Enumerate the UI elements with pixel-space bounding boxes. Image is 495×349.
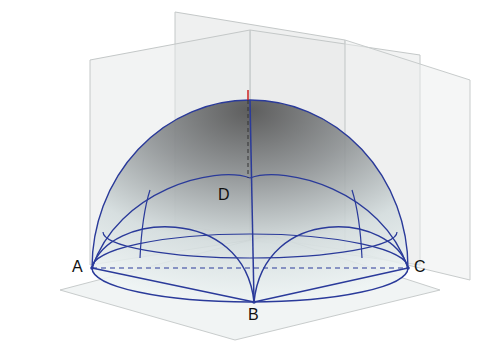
latitude-circle	[103, 232, 397, 258]
point-label: D	[218, 186, 230, 204]
vault-arch	[92, 227, 254, 302]
vertex-dot	[406, 266, 410, 270]
hemisphere	[92, 100, 408, 302]
section-line	[352, 190, 362, 258]
vault-arch	[250, 175, 408, 268]
axis-line	[248, 100, 249, 178]
point-label: C	[414, 258, 426, 276]
point-label: B	[248, 306, 259, 324]
triangle-edge	[92, 267, 408, 268]
vertex-dot	[252, 300, 256, 304]
triangle-edge	[254, 268, 408, 302]
triangle-edge	[92, 268, 254, 302]
section-line	[140, 190, 150, 258]
vault-arch	[254, 227, 408, 302]
axis-marker	[247, 90, 249, 100]
vertex-dot	[90, 266, 94, 270]
meridian	[250, 100, 254, 302]
point-label: A	[72, 258, 83, 276]
vault-arch	[92, 175, 250, 268]
